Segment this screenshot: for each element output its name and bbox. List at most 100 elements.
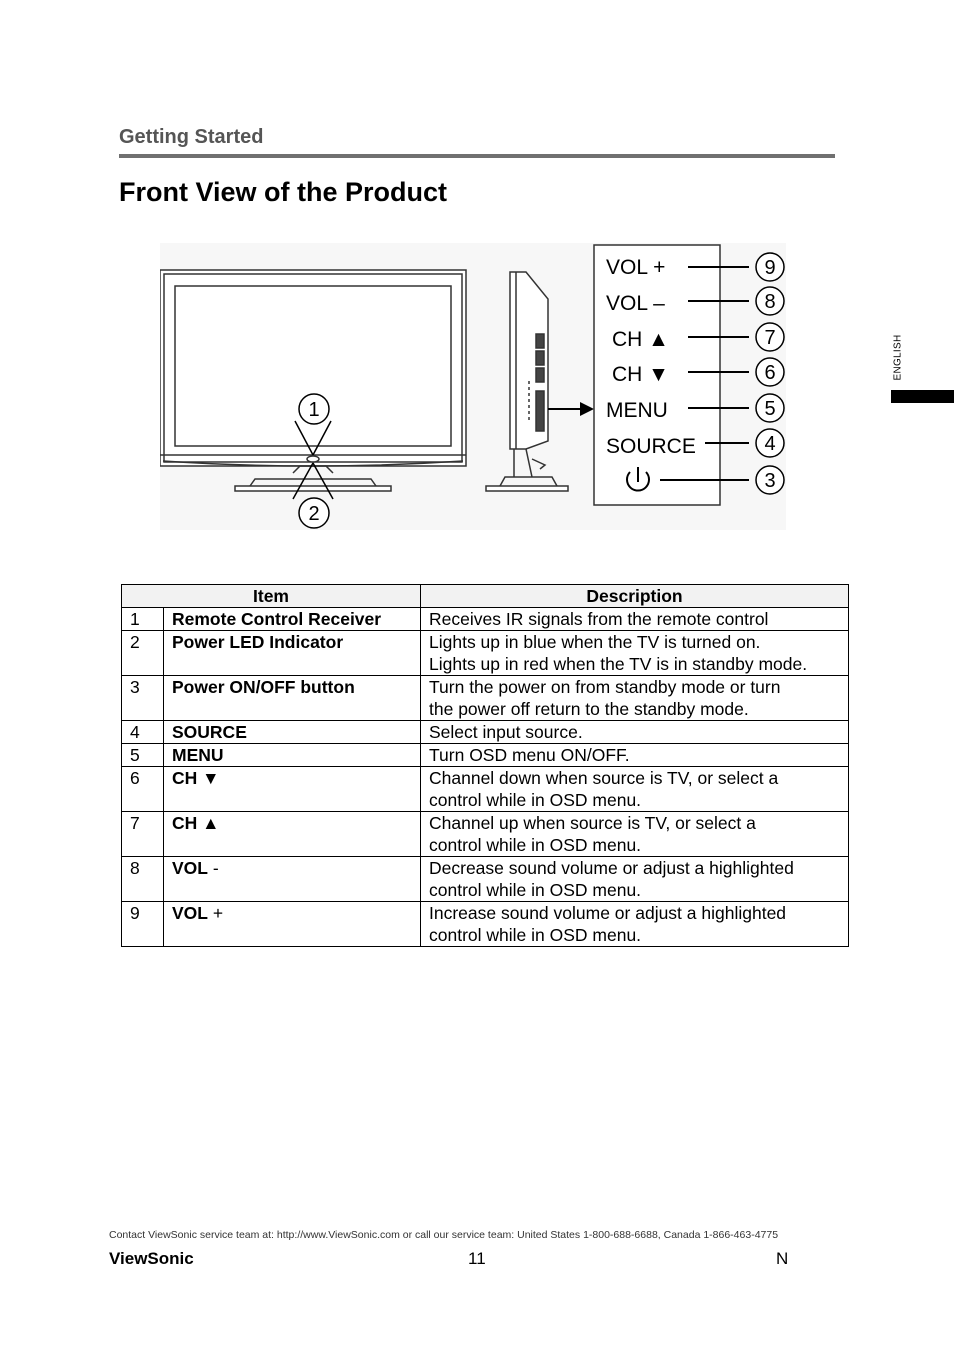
row-number: 5 [121,743,164,767]
language-label: ENGLISH [892,334,904,381]
description-line: Increase sound volume or adjust a highli… [429,903,787,923]
description-line: Lights up in red when the TV is in stand… [429,654,808,674]
row-item-name: VOL + [163,901,421,947]
item-name-text: VOL [172,858,208,878]
marker-power-led: 2 [292,462,334,529]
row-description: Channel up when source is TV, or select … [420,811,849,857]
item-name-text: SOURCE [172,722,247,742]
callout-label: MENU [606,399,668,422]
footer-brand: ViewSonic [109,1249,194,1268]
marker-number: 1 [308,399,319,421]
items-table: Item Description 1 Remote Control Receive… [121,584,849,947]
description-line: control while in OSD menu. [429,925,642,945]
marker-remote-receiver: 1 [294,393,332,456]
row-description: Turn OSD menu ON/OFF. [420,743,849,767]
page-title: Front View of the Product [119,177,448,207]
description-line: the power off return to the standby mode… [429,699,749,719]
panel-arrow [548,402,594,416]
table-row: 2 Power LED Indicator Lights up in blue wh… [121,630,849,676]
table-row: 6 CH ▼ Channel down when source is TV, or … [121,766,849,812]
product-diagram: VOL + 9 VOL – 8 CH ▲ 7 CH ▼ 6 MENU 5 SOU… [160,243,786,530]
row-number: 8 [121,856,164,902]
description-line: Select input source. [429,722,583,742]
row-number: 7 [121,811,164,857]
row-description: Lights up in blue when the TV is turned … [420,630,849,676]
language-bar [891,390,954,403]
row-description: Receives IR signals from the remote cont… [420,607,849,631]
power-icon [626,467,650,492]
item-name-symbol: + [207,903,224,923]
item-name-text: Power ON/OFF button [172,677,355,697]
row-description: Turn the power on from standby mode or t… [420,675,849,721]
language-tab: ENGLISH [888,330,908,390]
header-item: Item [121,584,421,608]
row-item-name: VOL - [163,856,421,902]
callout-label: CH ▼ [612,363,669,386]
row-item-name: Power ON/OFF button [163,675,421,721]
callout-vol-plus: VOL + 9 [606,252,785,282]
tv-front-illustration [160,269,467,492]
callout-number: 6 [764,362,775,384]
callout-ch-up: CH ▲ 7 [612,322,785,352]
table-row: 4 SOURCE Select input source. [121,720,849,744]
table-row: 1 Remote Control Receiver Receives IR sign… [121,607,849,631]
description-line: control while in OSD menu. [429,835,642,855]
table-header-row: Item Description [121,584,849,608]
row-number: 2 [121,630,164,676]
row-description: Channel down when source is TV, or selec… [420,766,849,812]
callout-number: 8 [764,291,775,313]
callout-ch-down: CH ▼ 6 [612,357,785,387]
row-item-name: MENU [163,743,421,767]
row-number: 3 [121,675,164,721]
row-item-name: Remote Control Receiver [163,607,421,631]
callout-label: CH ▲ [612,328,669,351]
header-description: Description [420,584,849,608]
description-line: control while in OSD menu. [429,880,642,900]
row-item-name: CH ▼ [163,766,421,812]
row-number: 6 [121,766,164,812]
callout-number: 7 [764,327,775,349]
callout-label: SOURCE [606,435,696,458]
description-line: Turn OSD menu ON/OFF. [429,745,630,765]
callout-number: 9 [764,257,775,279]
section-title: Getting Started [119,126,264,148]
section-rule [119,154,835,158]
row-description: Increase sound volume or adjust a highli… [420,901,849,947]
row-number: 4 [121,720,164,744]
page-number: 11 [468,1249,486,1268]
callout-vol-minus: VOL – 8 [606,286,785,316]
row-item-name: CH ▲ [163,811,421,857]
description-line: control while in OSD menu. [429,790,642,810]
items-body: 1 Remote Control Receiver Receives IR sign… [121,607,849,947]
footer-contact: Contact ViewSonic service team at: http:… [109,1229,779,1241]
callout-number: 3 [764,470,775,492]
item-name-text: Power LED Indicator [172,632,344,652]
item-name-text: Remote Control Receiver [172,609,382,629]
callout-source: SOURCE 4 [606,428,785,458]
item-name-text: CH ▼ [172,768,220,788]
description-line: Lights up in blue when the TV is turned … [429,632,761,652]
callout-power: 3 [626,465,785,495]
callout-menu: MENU 5 [606,393,785,423]
description-line: Turn the power on from standby mode or t… [429,677,781,697]
row-description: Decrease sound volume or adjust a highli… [420,856,849,902]
description-line: Channel down when source is TV, or selec… [429,768,779,788]
row-number: 1 [121,607,164,631]
callout-number: 4 [764,433,775,455]
row-description: Select input source. [420,720,849,744]
row-item-name: SOURCE [163,720,421,744]
item-name-text: VOL [172,903,208,923]
tv-side-illustration [485,271,569,492]
description-line: Receives IR signals from the remote cont… [429,609,769,629]
table-row: 7 CH ▲ Channel up when source is TV, or se… [121,811,849,857]
footer-letter: N [776,1249,789,1268]
item-name-text: CH ▲ [172,813,220,833]
row-item-name: Power LED Indicator [163,630,421,676]
marker-number: 2 [308,503,319,525]
item-name-symbol: - [207,858,219,878]
callout-label: VOL + [606,256,665,279]
callout-number: 5 [764,398,775,420]
